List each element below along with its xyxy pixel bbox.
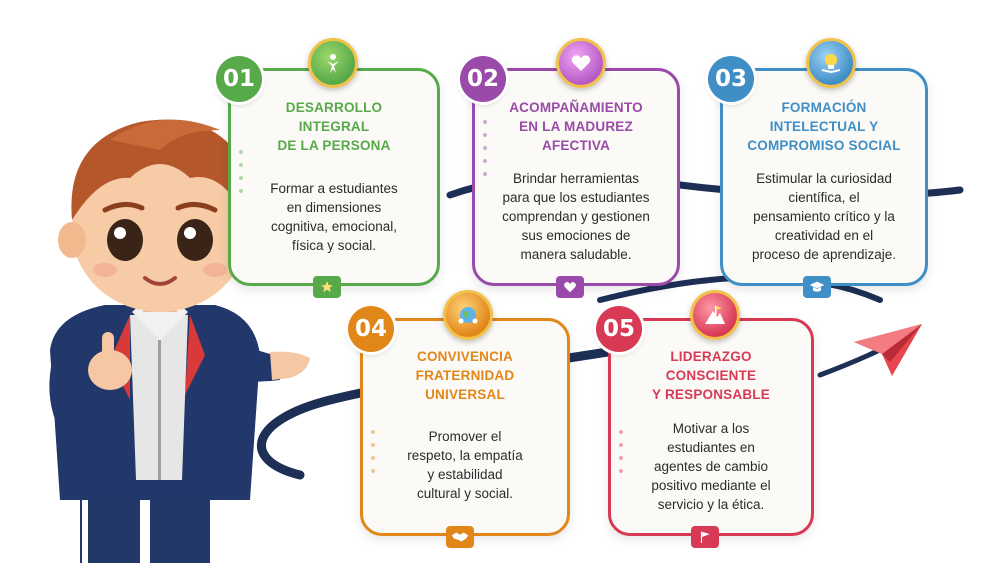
card-02-title: ACOMPAÑAMIENTO EN LA MADUREZ AFECTIVA [509,100,643,153]
student-character-illustration [49,119,310,563]
card-01-number: 01 [216,56,262,102]
card-05: LIDERAZGO CONSCIENTE Y RESPONSABLE Motiv… [608,318,814,536]
card-04-title: CONVIVENCIA FRATERNIDAD UNIVERSAL [415,349,515,402]
card-01-title: DESARROLLO INTEGRAL DE LA PERSONA [277,100,391,153]
card-03: FORMACIÓN INTELECTUAL Y COMPROMISO SOCIA… [720,68,928,286]
card-05-number: 05 [596,306,642,352]
star-icon [313,276,341,298]
card-01: DESARROLLO INTEGRAL DE LA PERSONA Formar… [228,68,440,286]
card-02-description: Brindar herramientas para que los estudi… [502,171,650,262]
paper-plane-icon [854,324,922,376]
mountain-flag-icon [690,290,740,340]
person-leaves-icon [308,38,358,88]
card-03-title: FORMACIÓN INTELECTUAL Y COMPROMISO SOCIA… [747,100,901,153]
dot-decoration [371,421,377,482]
heart-icon [556,276,584,298]
card-03-description: Estimular la curiosidad científica, el p… [751,171,897,262]
graduation-cap-icon [803,276,831,298]
dot-decoration [619,421,625,482]
handshake-icon [446,526,474,548]
card-02-number: 02 [460,56,506,102]
flag-icon [691,526,719,548]
card-05-description: Motivar a los estudiantes en agentes de … [651,421,771,512]
heart-hands-icon [556,38,606,88]
card-05-title: LIDERAZGO CONSCIENTE Y RESPONSABLE [652,349,770,402]
lightbulb-book-icon [806,38,856,88]
globe-people-icon [443,290,493,340]
card-03-number: 03 [708,56,754,102]
dot-decoration [483,111,489,185]
dot-decoration [239,141,245,202]
card-04-number: 04 [348,306,394,352]
card-01-description: Formar a estudiantes en dimensiones cogn… [270,181,398,253]
card-02: ACOMPAÑAMIENTO EN LA MADUREZ AFECTIVA Br… [472,68,680,286]
card-04: CONVIVENCIA FRATERNIDAD UNIVERSAL Promov… [360,318,570,536]
card-04-description: Promover el respeto, la empatía y estabi… [407,429,523,501]
